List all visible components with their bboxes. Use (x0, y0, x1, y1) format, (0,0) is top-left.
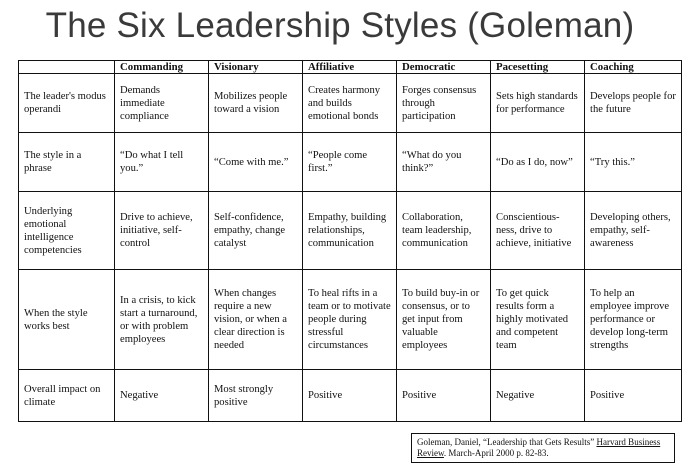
page-title: The Six Leadership Styles (Goleman) (45, 6, 635, 45)
table-cell: Conscientious-ness, drive to achieve, in… (490, 191, 585, 270)
column-header: Visionary (208, 60, 303, 74)
table-header-row: Commanding Visionary Affiliative Democra… (18, 60, 682, 74)
table-cell: “What do you think?” (396, 132, 491, 192)
header-corner-cell (18, 60, 115, 74)
table-row: The style in a phrase “Do what I tell yo… (18, 132, 682, 192)
table-cell: “Do as I do, now” (490, 132, 585, 192)
table-cell: “People come first.” (302, 132, 397, 192)
table-cell: In a crisis, to kick start a turnaround,… (114, 269, 209, 370)
table-cell: Empathy, building relationships, communi… (302, 191, 397, 270)
table-cell: “Come with me.” (208, 132, 303, 192)
table-cell: Developing others, empathy, self-awarene… (584, 191, 682, 270)
table-cell: Sets high standards for performance (490, 73, 585, 133)
row-label: When the style works best (18, 269, 115, 370)
table-cell: Positive (584, 369, 682, 422)
table-cell: Develops people for the future (584, 73, 682, 133)
table-cell: To build buy-in or consensus, or to get … (396, 269, 491, 370)
table-cell: “Do what I tell you.” (114, 132, 209, 192)
column-header: Commanding (114, 60, 209, 74)
table-row: When the style works best In a crisis, t… (18, 269, 682, 370)
row-label: The leader's modus operandi (18, 73, 115, 133)
table-cell: When changes require a new vision, or wh… (208, 269, 303, 370)
table-cell: Collaboration, team leadership, communic… (396, 191, 491, 270)
table-cell: Demands immediate compliance (114, 73, 209, 133)
row-label: The style in a phrase (18, 132, 115, 192)
table-row: Underlying emotional intelligence compet… (18, 191, 682, 270)
column-header: Democratic (396, 60, 491, 74)
table-cell: To heal rifts in a team or to motivate p… (302, 269, 397, 370)
table-row: The leader's modus operandi Demands imme… (18, 73, 682, 133)
table-cell: Self-confidence, empathy, change catalys… (208, 191, 303, 270)
table-cell: Forges consensus through participation (396, 73, 491, 133)
table-cell: Mobilizes people toward a vision (208, 73, 303, 133)
column-header: Coaching (584, 60, 682, 74)
column-header: Pacesetting (490, 60, 585, 74)
table-cell: Most strongly positive (208, 369, 303, 422)
citation-journal: Harvard Business Review (417, 437, 661, 458)
table-cell: Negative (490, 369, 585, 422)
row-label: Underlying emotional intelligence compet… (18, 191, 115, 270)
table-cell: Drive to achieve, initiative, self-contr… (114, 191, 209, 270)
table-cell: “Try this.” (584, 132, 682, 192)
column-header: Affiliative (302, 60, 397, 74)
citation-box: Goleman, Daniel, “Leadership that Gets R… (411, 433, 675, 463)
table-cell: Positive (396, 369, 491, 422)
citation-text: Goleman, Daniel, “Leadership that Gets R… (417, 437, 595, 447)
table-cell: To help an employee improve performance … (584, 269, 682, 370)
citation-details: . March-April 2000 p. 82-83. (443, 448, 549, 458)
table-cell: Negative (114, 369, 209, 422)
row-label: Overall impact on climate (18, 369, 115, 422)
leadership-styles-table: Commanding Visionary Affiliative Democra… (18, 60, 682, 422)
table-cell: To get quick results form a highly motiv… (490, 269, 585, 370)
table-cell: Positive (302, 369, 397, 422)
table-cell: Creates harmony and builds emotional bon… (302, 73, 397, 133)
table-row: Overall impact on climate Negative Most … (18, 369, 682, 422)
